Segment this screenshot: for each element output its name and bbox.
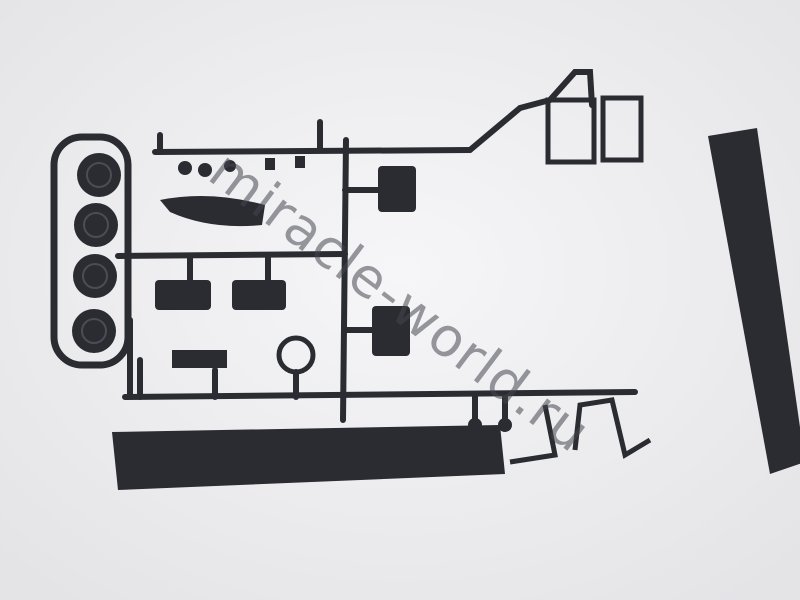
steering-wheel bbox=[276, 335, 316, 375]
small-parts bbox=[112, 128, 800, 490]
seat-right bbox=[232, 280, 286, 310]
panel-top bbox=[378, 166, 416, 212]
side-rail-right bbox=[708, 128, 800, 474]
runners bbox=[50, 69, 638, 423]
leaf-spring bbox=[160, 196, 265, 227]
grille bbox=[172, 350, 227, 368]
wheels bbox=[72, 153, 121, 353]
seat-left bbox=[155, 280, 211, 310]
frames bbox=[509, 95, 652, 465]
side-rail-bottom bbox=[112, 425, 505, 490]
panel-bottom bbox=[372, 306, 410, 356]
